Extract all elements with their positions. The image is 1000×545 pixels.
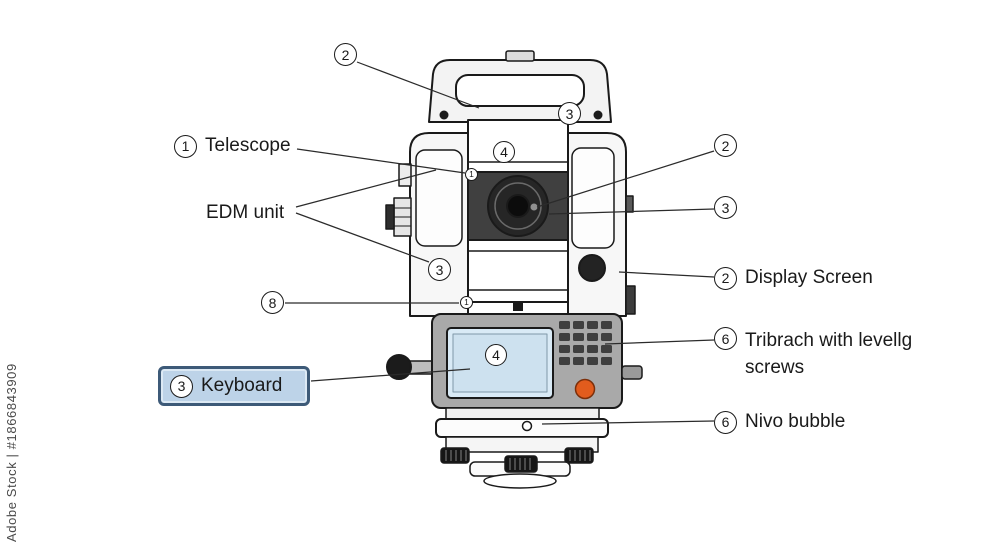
callout-tribrach: 6 Tribrach with levellg screws xyxy=(714,327,912,381)
callout-nivo-bubble: 6 Nivo bubble xyxy=(714,410,845,434)
circled-number-top-handle: 2 xyxy=(334,43,357,66)
circled-number-display: 2 xyxy=(714,266,737,290)
leader-lines xyxy=(285,61,715,425)
nivo-bubble-label: Nivo bubble xyxy=(745,411,846,432)
circled-number-lens-right-2: 3 xyxy=(714,196,737,219)
circled-number-tribrach: 6 xyxy=(714,327,737,350)
circled-number-lens-right: 2 xyxy=(714,134,737,157)
side-knob xyxy=(578,254,606,282)
circled-number-nivo: 6 xyxy=(714,410,737,434)
tangent-screw xyxy=(621,365,643,380)
edm-unit-label: EDM unit xyxy=(206,202,285,223)
circled-pin-mid: 1 xyxy=(460,296,473,309)
circled-number-upper-center: 4 xyxy=(493,141,515,163)
keyboard-callout-box: 3 Keyboard xyxy=(158,366,310,406)
telescope-label: Telescope xyxy=(205,135,291,156)
leveling-screws xyxy=(440,447,594,464)
circled-pin-top: 1 xyxy=(465,168,478,181)
keypad xyxy=(559,321,612,365)
top-nub xyxy=(505,50,535,62)
callout-edm-unit: EDM unit xyxy=(206,201,284,225)
circled-number-telescope: 1 xyxy=(174,134,197,158)
circled-number-screen: 4 xyxy=(485,344,507,366)
display-screen-label: Display Screen xyxy=(745,267,873,288)
circled-number-top-right: 3 xyxy=(558,102,581,125)
power-button xyxy=(574,378,596,400)
circled-number-keyboard: 3 xyxy=(170,374,193,398)
watermark: Adobe Stock | #1866843909 xyxy=(4,363,19,542)
screw-ribs xyxy=(445,450,591,470)
tribrach-label: Tribrach with levellg screws xyxy=(745,327,912,381)
tribrach-label-line1: Tribrach with levellg xyxy=(745,330,913,351)
callout-telescope: 1 Telescope xyxy=(174,134,291,158)
nivo-bubble xyxy=(521,420,533,432)
keyboard-label: Keyboard xyxy=(201,375,283,396)
tribrach-label-line2: screws xyxy=(745,357,805,378)
circled-number-edm: 3 xyxy=(428,258,451,281)
callout-display-screen: 2 Display Screen xyxy=(714,266,873,290)
circled-number-eight: 8 xyxy=(261,291,284,314)
focus-knob xyxy=(386,354,412,380)
